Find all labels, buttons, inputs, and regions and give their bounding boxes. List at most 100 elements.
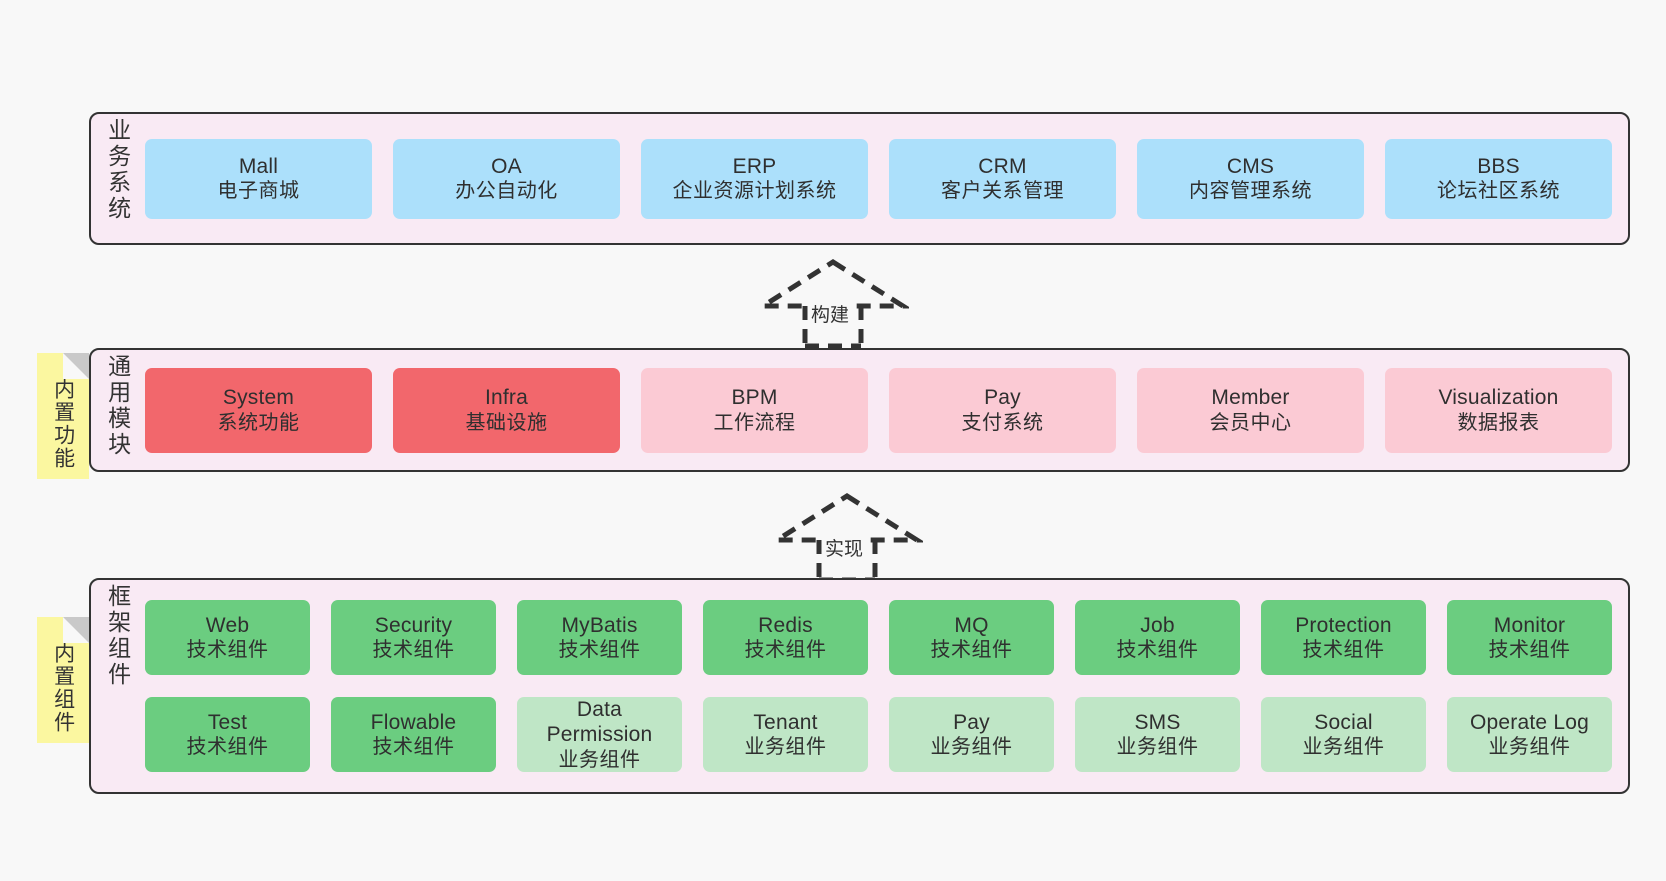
layer-framework-component-row-2: Test 技术组件 Flowable 技术组件 Data Permission … [145,697,1612,772]
layer-business-system-label-text: 业务系统 [104,118,131,222]
card-monitor[interactable]: Monitor 技术组件 [1447,600,1612,675]
card-flowable[interactable]: Flowable 技术组件 [331,697,496,772]
layer-framework-component-body: Web 技术组件 Security 技术组件 MyBatis 技术组件 Redi… [143,580,1628,792]
card-test-subtitle: 技术组件 [186,736,269,759]
card-security[interactable]: Security 技术组件 [331,600,496,675]
card-visualization[interactable]: Visualization 数据报表 [1385,367,1612,453]
card-infra-subtitle: 基础设施 [465,411,548,434]
card-pay-component[interactable]: Pay 业务组件 [889,697,1054,772]
layer-framework-component-row-1: Web 技术组件 Security 技术组件 MyBatis 技术组件 Redi… [145,600,1612,675]
card-cms[interactable]: CMS 内容管理系统 [1137,138,1364,219]
card-erp[interactable]: ERP 企业资源计划系统 [641,138,868,219]
layer-common-module-label: 通用模块 [91,350,143,470]
card-redis[interactable]: Redis 技术组件 [703,600,868,675]
card-social-subtitle: 业务组件 [1302,736,1385,759]
card-crm-title: CRM [978,154,1027,178]
note-builtin-feature-text: 内置功能 [51,378,75,470]
card-cms-subtitle: 内容管理系统 [1189,180,1312,203]
card-social-title: Social [1314,710,1373,734]
note-builtin-component-fold-icon [63,617,89,643]
card-erp-subtitle: 企业资源计划系统 [672,180,837,203]
card-bpm-title: BPM [731,386,778,409]
card-bbs[interactable]: BBS 论坛社区系统 [1385,138,1612,219]
card-flowable-title: Flowable [370,710,457,734]
card-cms-title: CMS [1226,154,1275,178]
card-system[interactable]: System 系统功能 [145,367,372,453]
card-infra-title: Infra [484,386,529,409]
arrow-build: 构建 [757,258,909,348]
note-builtin-feature[interactable]: 内置功能 [37,353,89,479]
layer-common-module-row-1: System 系统功能 Infra 基础设施 BPM 工作流程 Pay 支付系统… [145,367,1612,453]
card-pay-module-title: Pay [984,386,1021,409]
layer-framework-component-label: 框架组件 [91,580,143,792]
card-mall[interactable]: Mall 电子商城 [145,138,372,219]
layer-common-module[interactable]: 通用模块 System 系统功能 Infra 基础设施 BPM 工作流程 Pay [89,348,1630,472]
card-tenant-title: Tenant [753,710,818,734]
card-flowable-subtitle: 技术组件 [372,736,455,759]
note-builtin-component[interactable]: 内置组件 [37,617,89,743]
card-web-title: Web [205,613,250,637]
card-redis-title: Redis [758,613,813,637]
card-data-permission[interactable]: Data Permission 业务组件 [517,697,682,772]
card-system-subtitle: 系统功能 [217,411,300,434]
card-pay-module-subtitle: 支付系统 [961,411,1044,434]
layer-business-system-row-1: Mall 电子商城 OA 办公自动化 ERP 企业资源计划系统 CRM 客户关系… [145,138,1612,219]
card-data-permission-subtitle: 业务组件 [558,748,641,771]
card-web-subtitle: 技术组件 [186,639,269,662]
card-crm-subtitle: 客户关系管理 [941,180,1064,203]
card-mq-subtitle: 技术组件 [930,639,1013,662]
arrow-implement-label: 实现 [823,534,866,561]
card-operate-log[interactable]: Operate Log 业务组件 [1447,697,1612,772]
card-test[interactable]: Test 技术组件 [145,697,310,772]
card-pay-module[interactable]: Pay 支付系统 [889,367,1116,453]
card-mybatis-title: MyBatis [561,613,638,637]
card-test-title: Test [207,710,248,734]
note-builtin-component-text: 内置组件 [51,642,75,734]
card-infra[interactable]: Infra 基础设施 [393,367,620,453]
card-tenant[interactable]: Tenant 业务组件 [703,697,868,772]
layer-business-system[interactable]: 业务系统 Mall 电子商城 OA 办公自动化 ERP 企业资源计划系统 CRM [89,112,1630,245]
layer-framework-component[interactable]: 框架组件 Web 技术组件 Security 技术组件 MyBatis 技术组件… [89,578,1630,794]
card-member[interactable]: Member 会员中心 [1137,367,1364,453]
card-protection-subtitle: 技术组件 [1302,639,1385,662]
arrow-implement: 实现 [771,492,923,582]
card-visualization-title: Visualization [1438,386,1559,409]
card-data-permission-title: Data Permission [546,697,653,747]
layer-business-system-label: 业务系统 [91,114,143,243]
card-bpm[interactable]: BPM 工作流程 [641,367,868,453]
card-operate-log-subtitle: 业务组件 [1488,736,1571,759]
card-bpm-subtitle: 工作流程 [713,411,796,434]
card-protection[interactable]: Protection 技术组件 [1261,600,1426,675]
card-redis-subtitle: 技术组件 [744,639,827,662]
card-mall-title: Mall [238,154,279,178]
card-monitor-title: Monitor [1493,613,1566,637]
card-social[interactable]: Social 业务组件 [1261,697,1426,772]
note-builtin-feature-fold-icon [63,353,89,379]
card-mq[interactable]: MQ 技术组件 [889,600,1054,675]
card-crm[interactable]: CRM 客户关系管理 [889,138,1116,219]
layer-framework-component-label-text: 框架组件 [104,584,131,688]
card-oa[interactable]: OA 办公自动化 [393,138,620,219]
card-job-title: Job [1140,613,1175,637]
card-system-title: System [222,386,295,409]
card-bbs-title: BBS [1477,154,1520,178]
card-web[interactable]: Web 技术组件 [145,600,310,675]
arrow-build-shape [757,259,909,348]
card-protection-title: Protection [1295,613,1392,637]
card-oa-title: OA [491,154,522,178]
card-pay-component-title: Pay [953,710,990,734]
card-sms[interactable]: SMS 业务组件 [1075,697,1240,772]
card-mq-title: MQ [954,613,989,637]
card-security-subtitle: 技术组件 [372,639,455,662]
card-sms-title: SMS [1134,710,1181,734]
card-member-title: Member [1211,386,1290,409]
card-monitor-subtitle: 技术组件 [1488,639,1571,662]
card-member-subtitle: 会员中心 [1209,411,1292,434]
card-security-title: Security [374,613,453,637]
card-sms-subtitle: 业务组件 [1116,736,1199,759]
card-mybatis[interactable]: MyBatis 技术组件 [517,600,682,675]
card-job[interactable]: Job 技术组件 [1075,600,1240,675]
card-job-subtitle: 技术组件 [1116,639,1199,662]
card-mybatis-subtitle: 技术组件 [558,639,641,662]
